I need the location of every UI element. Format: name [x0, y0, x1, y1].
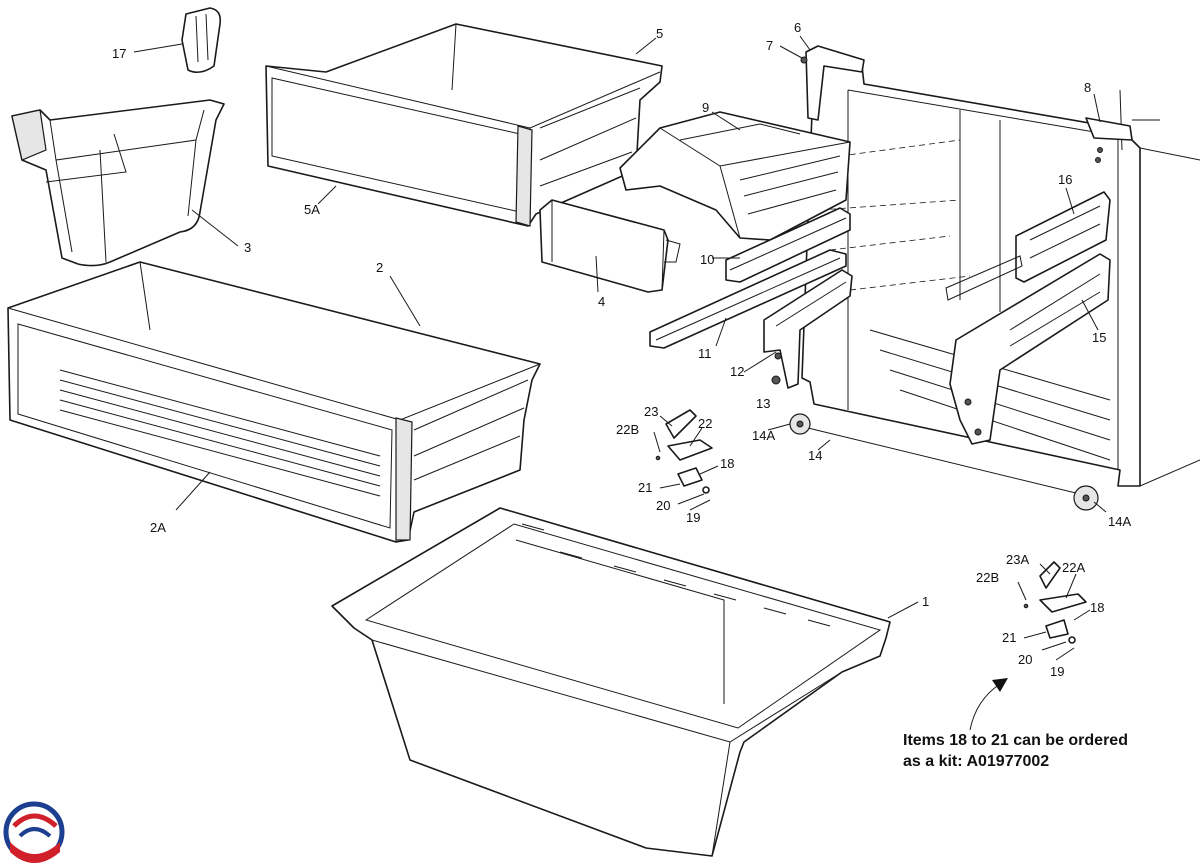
callout-6: 6: [794, 20, 801, 35]
callout-17: 17: [112, 46, 126, 61]
kit-note-line-1: Items 18 to 21 can be ordered: [903, 732, 1128, 749]
cam-kit-right: [1023, 561, 1087, 644]
kit-note: Items 18 to 21 can be ordered as a kit: …: [903, 730, 1193, 772]
part-6-hinge: [800, 45, 865, 121]
part-13-screw: [771, 352, 782, 385]
callout-8: 8: [1084, 80, 1091, 95]
part-16-shelf-support: [945, 191, 1111, 301]
part-3-small-door-bin: [11, 99, 225, 267]
part-5-upper-crisper: [265, 23, 663, 227]
callout-10: 10: [700, 252, 714, 267]
callout-23: 23: [644, 404, 658, 419]
part-4-panel: [539, 199, 681, 293]
callouts: 17 5 5A 3 2 2A 4 9 10 11 12 13 6 7 8 16 …: [112, 20, 1131, 679]
cam-kit-center: [655, 409, 713, 494]
part-14-shaft: [789, 413, 1099, 511]
callout-5A: 5A: [304, 202, 320, 217]
callout-22B: 22B: [616, 422, 639, 437]
callout-4: 4: [598, 294, 605, 309]
callout-14A-top: 14A: [752, 428, 775, 443]
part-15-shelf-support: [949, 253, 1111, 445]
callout-15: 15: [1092, 330, 1106, 345]
callout-14A-bottom: 14A: [1108, 514, 1131, 529]
part-8-hinge: [1085, 117, 1133, 163]
callout-18: 18: [720, 456, 734, 471]
callout-9: 9: [702, 100, 709, 115]
part-2-large-crisper: [7, 261, 541, 543]
callout-20: 20: [656, 498, 670, 513]
callout-7: 7: [766, 38, 773, 53]
refrigerator-interior: [801, 59, 1200, 487]
callout-18-kit: 18: [1090, 600, 1104, 615]
callout-2A: 2A: [150, 520, 166, 535]
callout-11: 11: [698, 346, 712, 361]
callout-19-kit: 19: [1050, 664, 1064, 679]
part-12-bracket: [763, 269, 853, 389]
callout-5: 5: [656, 26, 663, 41]
kit-note-line-2: as a kit: A01977002: [903, 753, 1050, 770]
callout-20-kit: 20: [1018, 652, 1032, 667]
callout-14: 14: [808, 448, 822, 463]
brand-logo: [3, 801, 65, 863]
callout-22: 22: [698, 416, 712, 431]
callout-22A: 22A: [1062, 560, 1085, 575]
callout-23A: 23A: [1006, 552, 1029, 567]
callout-21-kit: 21: [1002, 630, 1016, 645]
callout-2: 2: [376, 260, 383, 275]
part-10-slide-rail: [725, 207, 851, 283]
callout-21: 21: [638, 480, 652, 495]
part-11-long-rail: [649, 249, 847, 349]
callout-1: 1: [922, 594, 929, 609]
callout-16: 16: [1058, 172, 1072, 187]
callout-3: 3: [244, 240, 251, 255]
callout-12: 12: [730, 364, 744, 379]
leader-lines: [133, 35, 1107, 661]
part-17-handle: [181, 7, 222, 74]
alignment-lines: [809, 139, 971, 291]
callout-22B-kit: 22B: [976, 570, 999, 585]
callout-13: 13: [756, 396, 770, 411]
part-1-freezer-bin: [331, 507, 891, 857]
kit-arrow: [969, 678, 1008, 731]
callout-19: 19: [686, 510, 700, 525]
